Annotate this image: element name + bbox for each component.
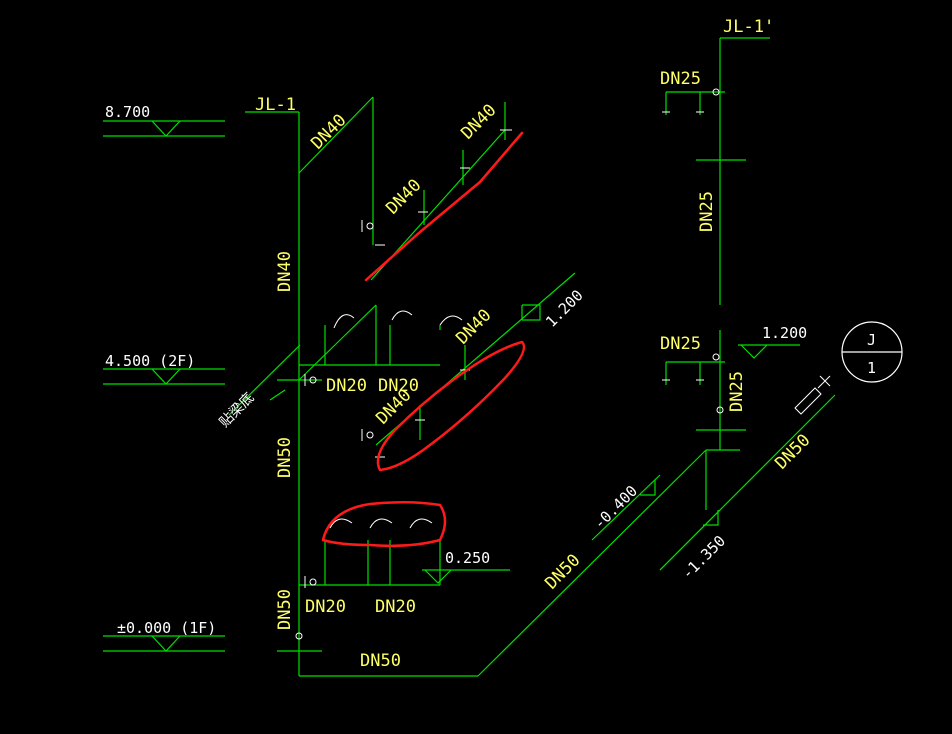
markup-loop-middle xyxy=(376,340,526,472)
pipe-label-dn20-low-b: DN20 xyxy=(375,597,416,617)
pipe-label-dn20-mid-a: DN20 xyxy=(326,376,367,396)
pipe-label-dn50-lower: DN50 xyxy=(275,589,295,630)
pipe-label-dn25-mid: DN25 xyxy=(660,334,701,354)
pipe-label-dn25-vert: DN25 xyxy=(727,371,747,412)
pipe-label-dn25-top: DN25 xyxy=(660,69,701,89)
markup-line-upper xyxy=(364,131,524,282)
valve-nodes-right xyxy=(662,88,831,415)
valve-nodes-left xyxy=(295,129,512,640)
pipe-label-dn20-mid-b: DN20 xyxy=(378,376,419,396)
elevation-marker-1f xyxy=(103,635,225,652)
detail-ref-top: J xyxy=(867,331,876,349)
detail-ref-bottom: 1 xyxy=(867,359,876,377)
riser-jl-1-prime xyxy=(591,37,836,571)
riser-jl-1 xyxy=(228,96,707,677)
markup-loop-lower xyxy=(321,500,447,548)
red-markup-strokes xyxy=(321,131,526,548)
elevation-marker-2f xyxy=(103,368,225,385)
pipe-label-dn50-riser: DN50 xyxy=(275,437,295,478)
pipe-label-dn50-bottom: DN50 xyxy=(360,651,401,671)
level-mark-low: 0.250 xyxy=(445,549,490,567)
pipe-label-dn40-riser: DN40 xyxy=(275,251,295,292)
detail-reference-bubble xyxy=(841,321,903,383)
riser-label-jl1: JL-1 xyxy=(255,95,296,115)
elevation-1f-text: ±0.000 (1F) xyxy=(117,619,216,637)
elevation-2f-text: 4.500 (2F) xyxy=(105,352,195,370)
elevation-marker-top xyxy=(103,120,225,137)
level-mark-mid-right: 1.200 xyxy=(762,324,807,342)
pipe-label-dn25-riser: DN25 xyxy=(697,191,717,232)
elevation-top-text: 8.700 xyxy=(105,103,150,121)
riser-label-jl1-prime: JL-1' xyxy=(723,17,774,37)
pipe-label-dn20-low-a: DN20 xyxy=(305,597,346,617)
